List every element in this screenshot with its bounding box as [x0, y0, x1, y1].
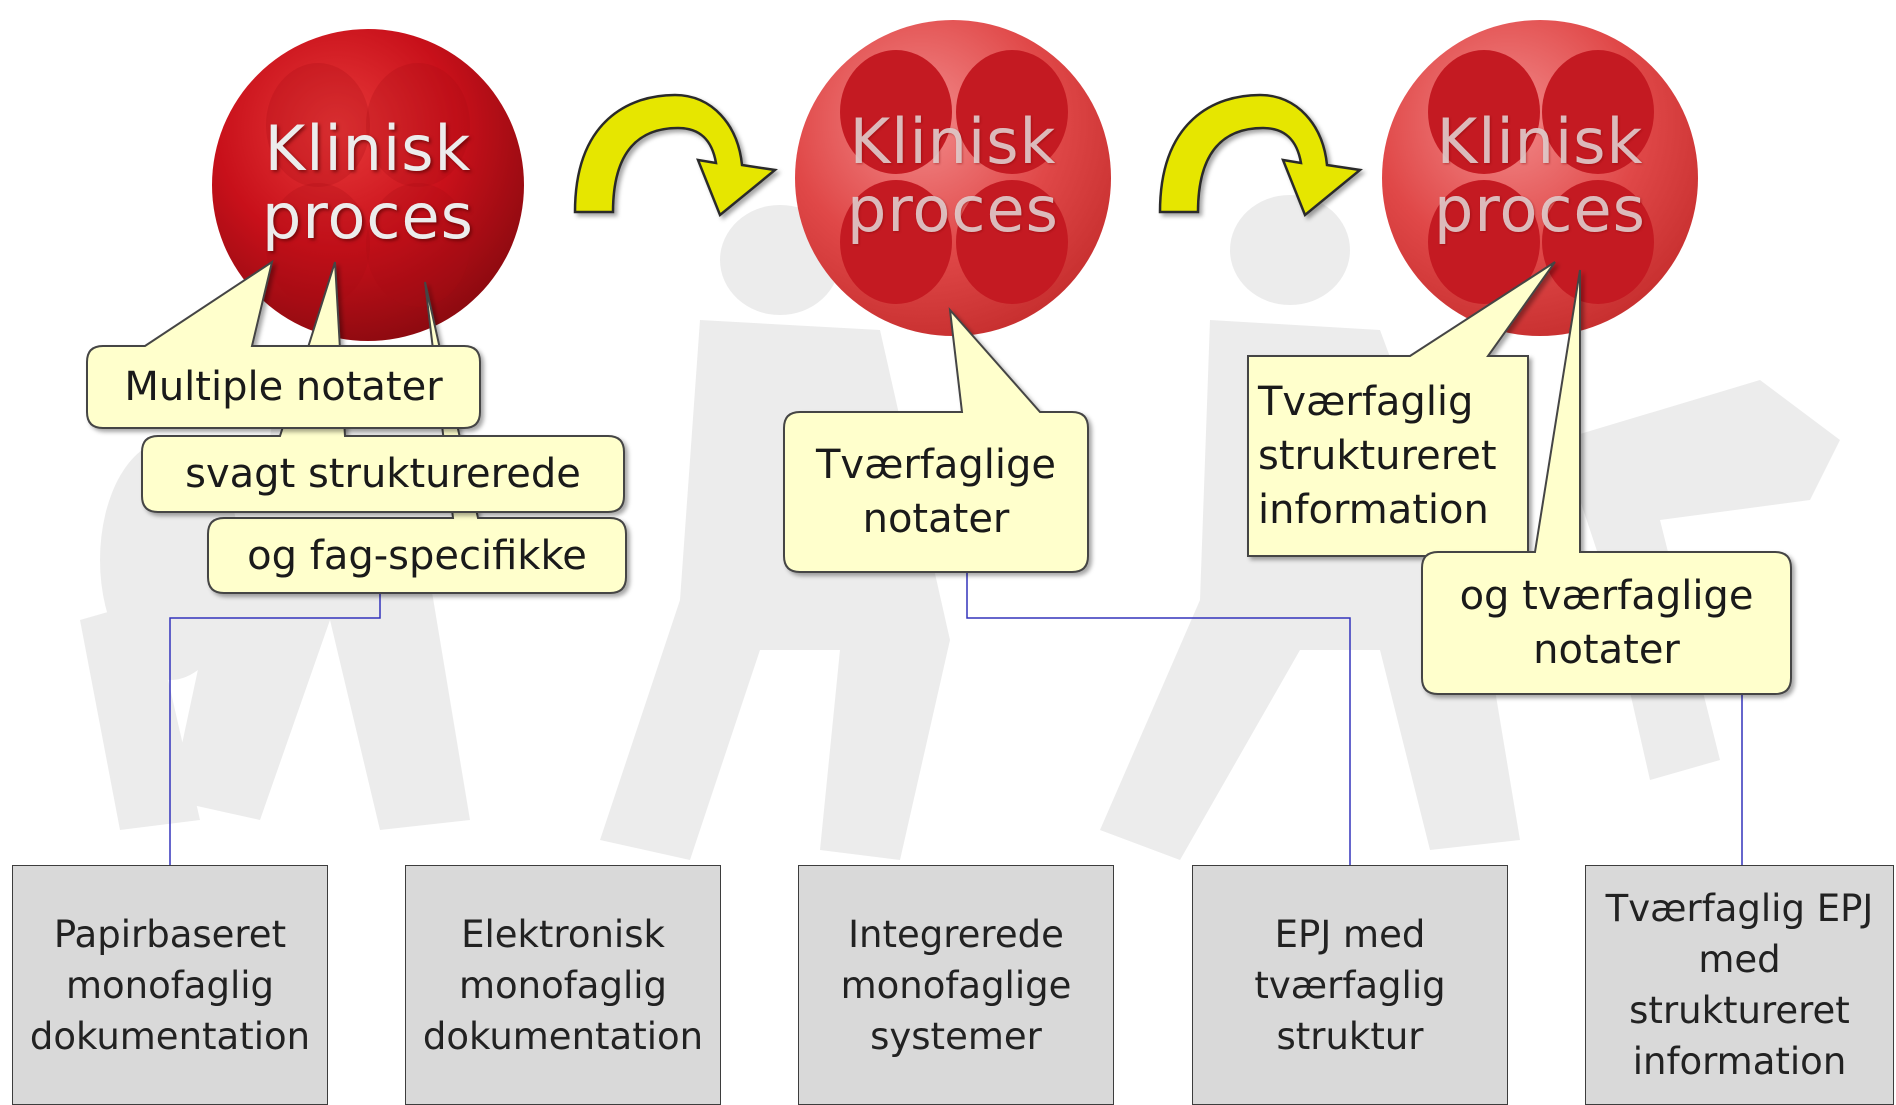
circle-1	[212, 29, 524, 341]
connector-2	[966, 572, 1351, 865]
callout-5-shape	[1247, 261, 1556, 557]
circle-2-label: Klinisk proces	[847, 105, 1059, 246]
stage-box-tvaerfaglig-epj: Tværfaglig EPJ med struktureret informat…	[1585, 865, 1894, 1105]
stage-box-papirbaseret: Papirbaseret monofaglig dokumentation	[12, 865, 328, 1105]
stage-box-epj-tvaerfaglig: EPJ med tværfaglig struktur	[1192, 865, 1508, 1105]
callout-3-shape	[207, 281, 627, 594]
callout-multiple-notater: Multiple notater	[124, 364, 443, 410]
stage-box-integrerede: Integrerede monofaglige systemer	[798, 865, 1114, 1105]
connector-1	[169, 593, 381, 865]
callout-svagt-strukturerede: svagt strukturerede	[185, 451, 581, 497]
connectors	[169, 572, 1743, 865]
circle-3	[1382, 20, 1698, 336]
circle-1-label: Klinisk proces	[262, 112, 474, 253]
callout-tvaerfaglig-struktureret: Tværfaglig struktureret information	[1258, 379, 1497, 533]
callout-1-shape	[86, 259, 481, 429]
callout-2-shape	[141, 261, 625, 513]
callout-4-shape	[783, 306, 1089, 573]
circle-2	[795, 20, 1111, 336]
callout-6-shape	[1421, 269, 1792, 695]
curved-arrow-2	[1158, 93, 1363, 218]
circle-3-label: Klinisk proces	[1434, 105, 1646, 246]
stage-box-elektronisk: Elektronisk monofaglig dokumentation	[405, 865, 721, 1105]
callout-fag-specifikke: og fag-specifikke	[247, 532, 587, 579]
curved-arrow-1	[573, 93, 778, 218]
callout-og-tvaerfaglige-notater: og tværfaglige notater	[1459, 573, 1754, 673]
callout-tvaerfaglige-notater: Tværfaglige notater	[815, 442, 1057, 542]
